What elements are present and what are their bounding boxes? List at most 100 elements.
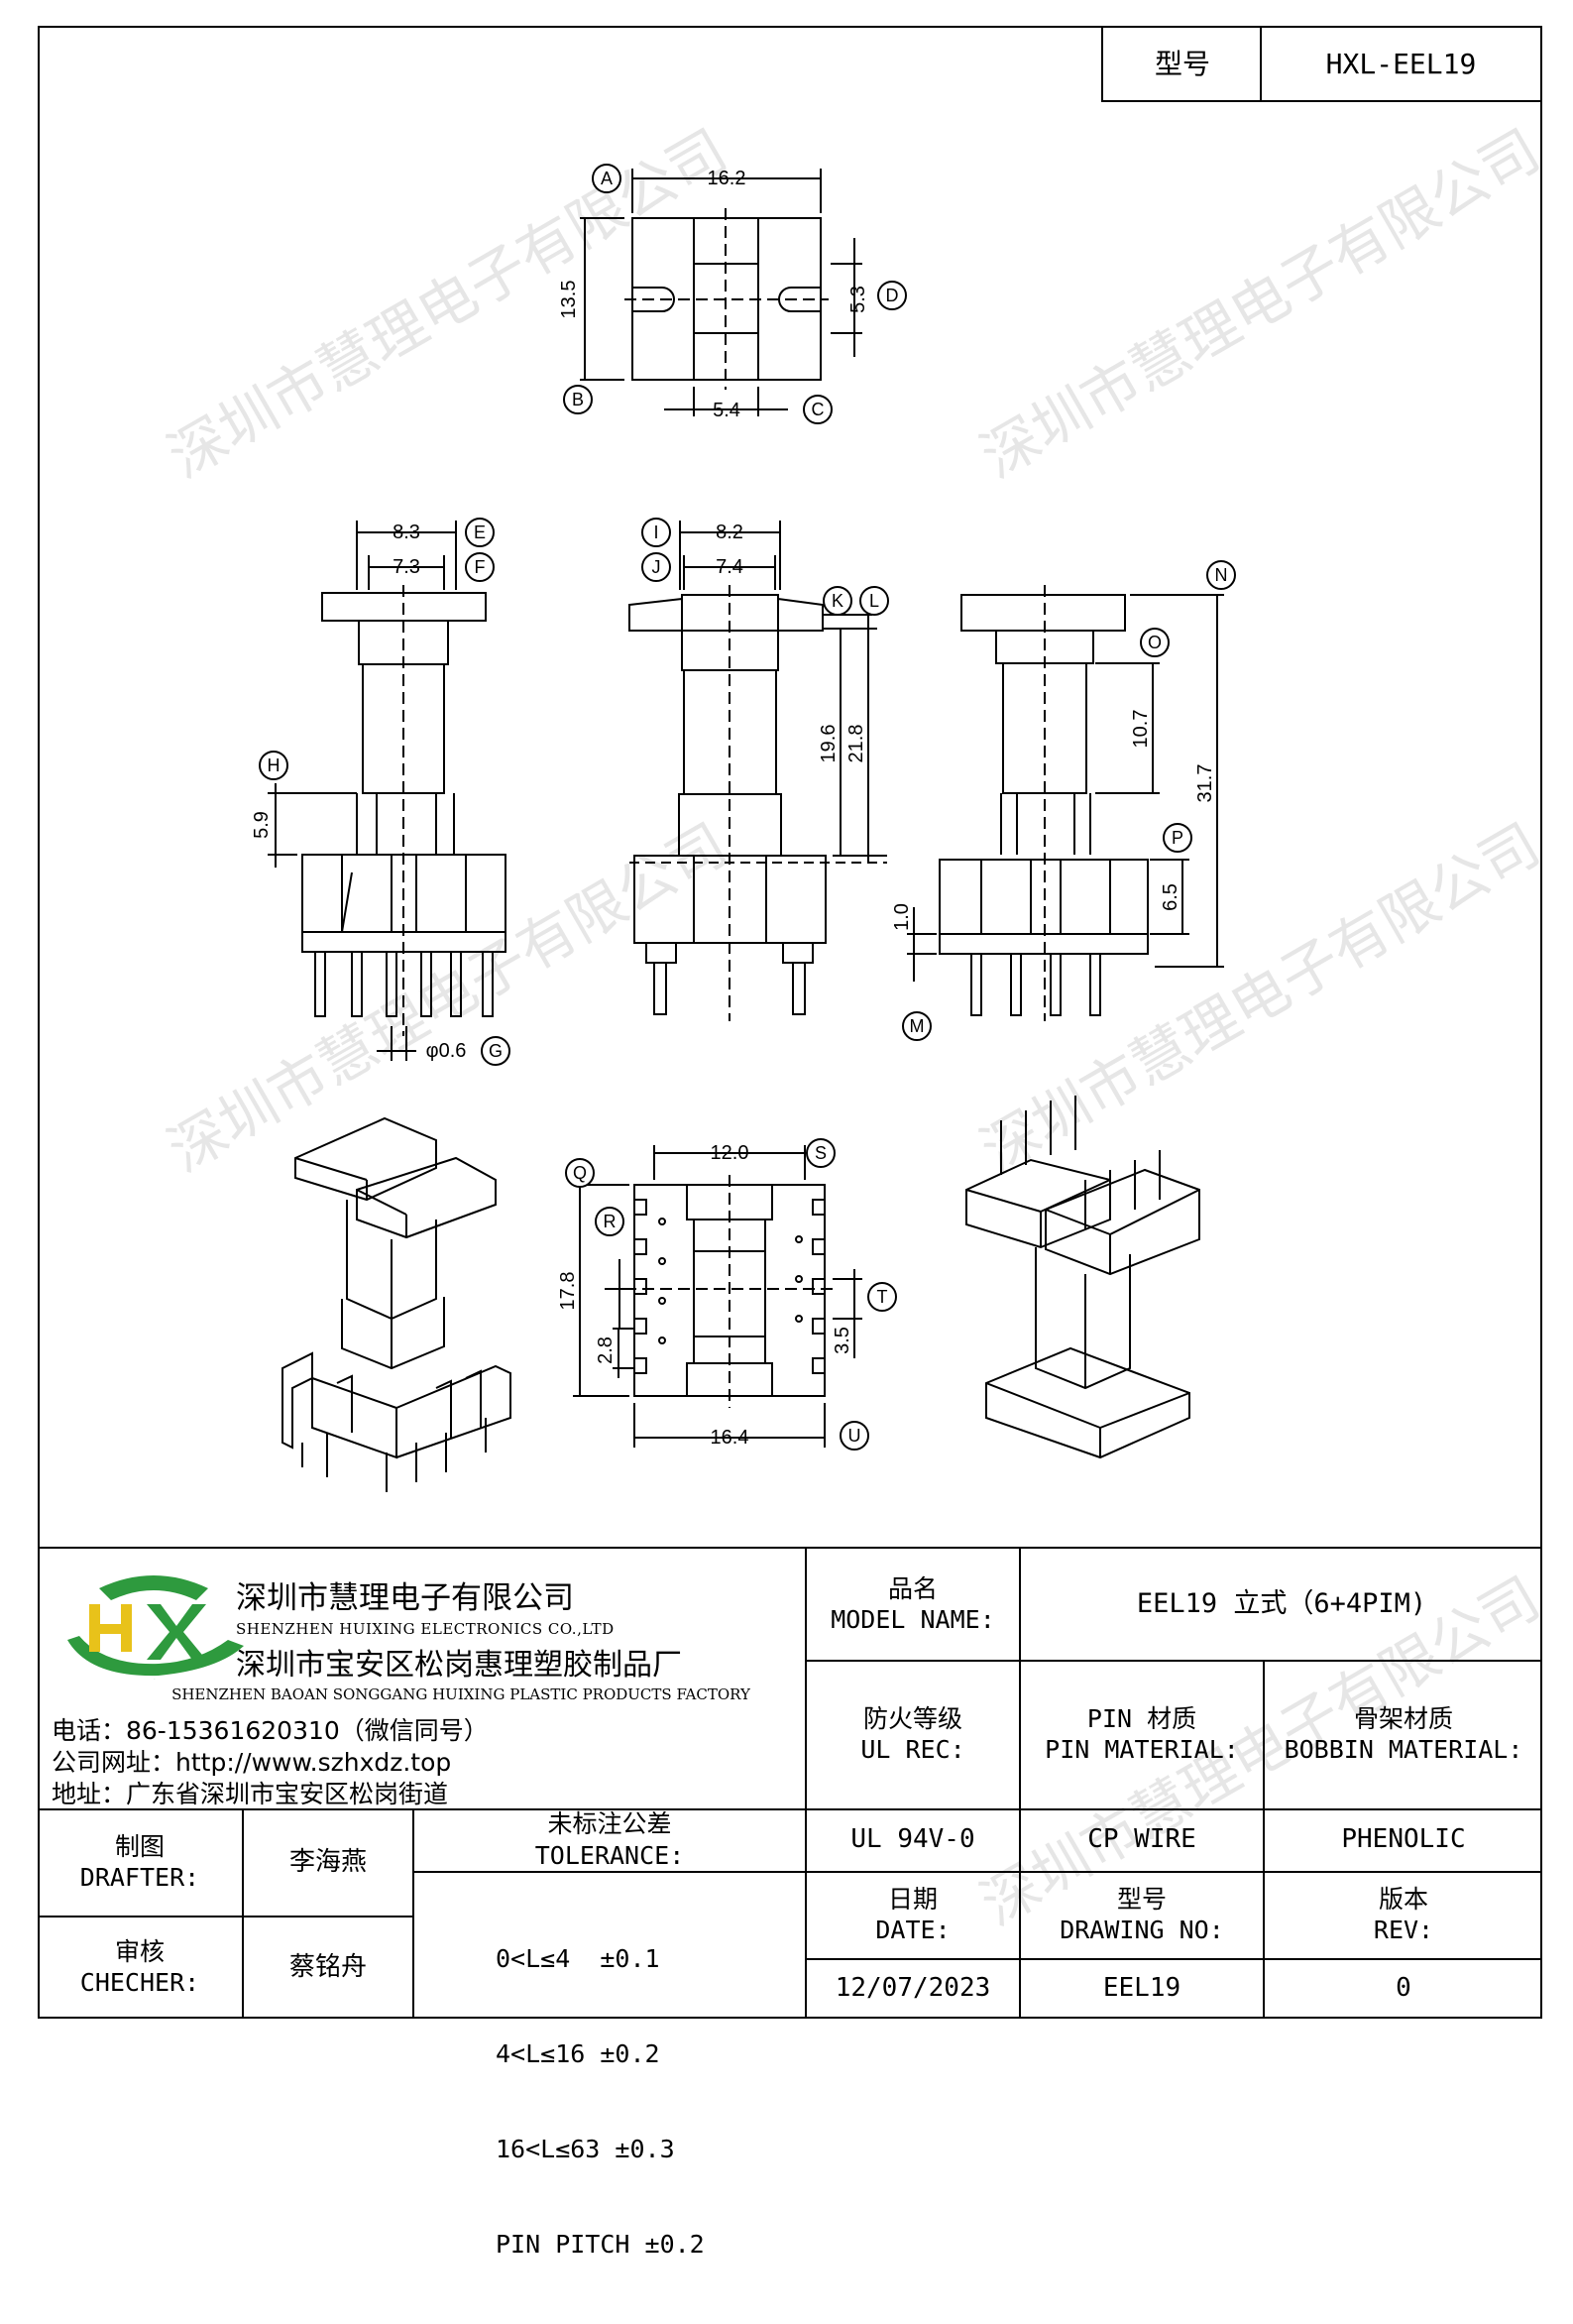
date-label: 日期 DATE: (807, 1871, 1019, 1958)
tolerance-label: 未标注公差 TOLERANCE: (414, 1808, 805, 1871)
callout-r: R (604, 1212, 617, 1231)
pin-material-value: CP WIRE (1087, 1824, 1196, 1855)
dim-17-8: 17.8 (557, 1272, 579, 1311)
callout-n: N (1215, 565, 1228, 585)
callout-t: T (877, 1287, 888, 1307)
dim-phi-0-6: φ0.6 (426, 1040, 467, 1062)
model-name-value: EEL19 立式（6+4PIM) (1136, 1588, 1427, 1620)
title-block: HX 深圳市慧理电子有限公司 SHENZHEN HUIXING ELECTRON… (38, 1547, 1542, 2259)
ul-rec-value: UL 94V-0 (850, 1824, 975, 1855)
dim-8-3: 8.3 (393, 522, 420, 543)
pin-material-label-cn: PIN 材质 (1086, 1703, 1197, 1733)
top-view (580, 169, 862, 416)
date-label-en: DATE: (875, 1916, 951, 1944)
callout-c: C (812, 400, 825, 419)
dim-5-4: 5.4 (713, 400, 740, 421)
rev-label: 版本 REV: (1265, 1871, 1542, 1958)
drafter-label-cn: 制图 (114, 1831, 165, 1861)
callout-i: I (653, 523, 658, 542)
tolerance-label-en: TOLERANCE: (534, 1840, 685, 1870)
checker-value: 蔡铭舟 (288, 1951, 367, 1982)
company-address: 地址：广东省深圳市宝安区松岗街道 (52, 1780, 449, 1808)
callout-h: H (268, 755, 281, 775)
ul-rec-label-cn: 防火等级 (862, 1703, 962, 1733)
checker-label-en: CHECHER: (79, 1968, 200, 1997)
ul-rec-label: 防火等级 UL REC: (807, 1660, 1019, 1808)
tolerance-line: PIN PITCH ±0.2 (496, 2230, 705, 2259)
factory-name-en: SHENZHEN BAOAN SONGGANG HUIXING PLASTIC … (171, 1685, 750, 1703)
ul-rec-label-en: UL REC: (860, 1735, 965, 1764)
bobbin-material-label-cn: 骨架材质 (1353, 1703, 1453, 1733)
company-name-cn: 深圳市慧理电子有限公司 (236, 1580, 574, 1616)
dim-3-5: 3.5 (832, 1327, 853, 1354)
dim-21-8: 21.8 (845, 725, 867, 763)
rev-label-en: REV: (1373, 1916, 1434, 1944)
company-name-en: SHENZHEN HUIXING ELECTRONICS CO.,LTD (236, 1620, 615, 1638)
callout-s: S (815, 1143, 827, 1163)
iso-view-right (965, 1096, 1200, 1459)
model-name-label: 品名 MODEL NAME: (807, 1549, 1019, 1660)
dim-8-2: 8.2 (716, 522, 743, 543)
callout-j: J (652, 557, 661, 577)
drawing-no-label-cn: 型号 (1116, 1884, 1167, 1914)
drawing-no-label-en: DRAWING NO: (1060, 1916, 1224, 1944)
callout-k: K (832, 591, 843, 611)
callout-g: G (489, 1041, 503, 1061)
tolerance-list: 0<L≤4 ±0.1 4<L≤16 ±0.2 16<L≤63 ±0.3 PIN … (496, 1880, 705, 2324)
dim-13-5: 13.5 (558, 281, 580, 319)
bottom-view (573, 1145, 862, 1448)
model-name-label-cn: 品名 (887, 1573, 938, 1603)
drafter-label: 制图 DRAFTER: (38, 1808, 242, 1916)
drafter-label-en: DRAFTER: (79, 1863, 200, 1892)
rev-label-cn: 版本 (1378, 1884, 1428, 1914)
checker-label: 审核 CHECHER: (38, 1916, 242, 2019)
callout-a: A (601, 169, 613, 188)
tolerance-line: 16<L≤63 ±0.3 (496, 2135, 675, 2163)
company-phone: 电话：86-15361620310（微信同号） (52, 1716, 489, 1745)
callout-l: L (869, 591, 879, 611)
checker-label-cn: 审核 (114, 1936, 165, 1966)
dim-7-4: 7.4 (716, 556, 743, 578)
drafter-value: 李海燕 (288, 1846, 367, 1877)
tolerance-line: 4<L≤16 ±0.2 (496, 2039, 660, 2068)
model-box-label: 型号 (1154, 48, 1210, 80)
company-website[interactable]: 公司网址：http://www.szhxdz.top (52, 1748, 452, 1777)
drawing-no-label: 型号 DRAWING NO: (1021, 1871, 1263, 1958)
dim-5-9: 5.9 (251, 811, 273, 839)
model-box-value: HXL-EEL19 (1325, 48, 1477, 80)
pin-material-label: PIN 材质 PIN MATERIAL: (1021, 1660, 1263, 1808)
company-logo: HX (67, 1575, 244, 1681)
bobbin-material-value: PHENOLIC (1341, 1824, 1466, 1855)
tolerance-line: 0<L≤4 ±0.1 (496, 1944, 660, 1973)
tolerance-label-cn: 未标注公差 (547, 1809, 672, 1839)
drawing-no-value: EEL19 (1102, 1973, 1181, 2004)
dim-10-7: 10.7 (1130, 710, 1152, 749)
callout-m: M (910, 1016, 925, 1036)
rev-value: 0 (1396, 1973, 1411, 2004)
pin-material-label-en: PIN MATERIAL: (1045, 1735, 1239, 1764)
callout-p: P (1172, 828, 1183, 848)
logo-text: HX (154, 1679, 156, 1681)
dim-31-7: 31.7 (1194, 764, 1216, 803)
date-value: 12/07/2023 (835, 1973, 991, 2004)
model-name-label-en: MODEL NAME: (831, 1605, 995, 1634)
side-view (628, 521, 887, 1021)
callout-d: D (886, 286, 899, 305)
dim-5-3: 5.3 (847, 286, 869, 313)
right-view (907, 585, 1224, 1021)
dim-1-0: 1.0 (891, 903, 913, 931)
dim-6-5: 6.5 (1160, 883, 1181, 911)
dim-19-6: 19.6 (818, 725, 840, 763)
dim-12-0: 12.0 (711, 1142, 749, 1164)
bobbin-material-label: 骨架材质 BOBBIN MATERIAL: (1265, 1660, 1542, 1808)
callout-b: B (572, 390, 584, 409)
bobbin-material-label-en: BOBBIN MATERIAL: (1284, 1735, 1523, 1764)
dim-2-8: 2.8 (595, 1336, 617, 1364)
dim-7-3: 7.3 (393, 556, 420, 578)
factory-name-cn: 深圳市宝安区松岗惠理塑胶制品厂 (236, 1648, 682, 1683)
model-box: 型号 HXL-EEL19 (1101, 26, 1542, 102)
callout-f: F (475, 557, 486, 577)
drawing-frame (38, 26, 1542, 2019)
callout-e: E (474, 523, 486, 542)
dim-16-2: 16.2 (708, 168, 746, 189)
